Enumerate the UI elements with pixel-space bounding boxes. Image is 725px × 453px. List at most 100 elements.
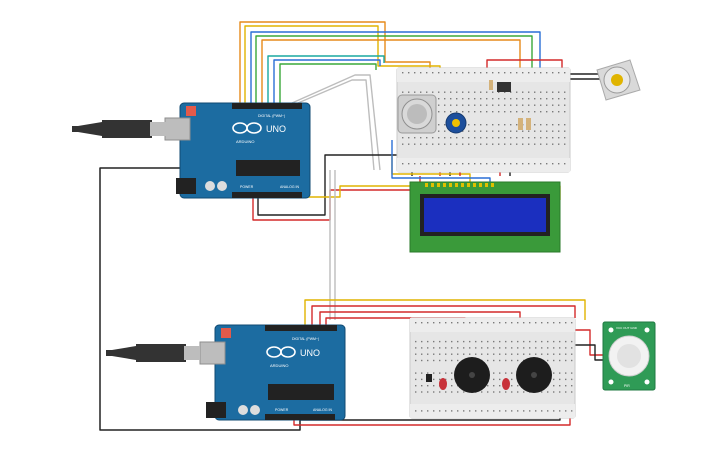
breadboard-hole — [547, 347, 549, 349]
breadboard-hole — [522, 137, 524, 139]
breadboard-hole — [511, 385, 513, 387]
breadboard-hole — [540, 98, 542, 100]
breadboard-hole — [415, 347, 417, 349]
reset-button-bottom — [221, 328, 231, 338]
breadboard-hole — [534, 72, 536, 74]
breadboard-hole — [427, 353, 429, 355]
breadboard-hole — [457, 322, 459, 324]
breadboard-hole — [487, 353, 489, 355]
breadboard-hole — [505, 410, 507, 412]
breadboard-hole — [408, 137, 410, 139]
breadboard-hole — [558, 137, 560, 139]
breadboard-hole — [510, 91, 512, 93]
breadboard-hole — [565, 391, 567, 393]
breadboard-hole — [565, 347, 567, 349]
breadboard-hole — [432, 91, 434, 93]
breadboard-hole — [456, 111, 458, 113]
breadboard-hole — [546, 124, 548, 126]
breadboard-hole — [553, 359, 555, 362]
breadboard-hole — [493, 410, 495, 412]
breadboard-hole — [540, 143, 542, 145]
breadboard-hole — [522, 72, 524, 74]
breadboard-hole — [564, 130, 566, 132]
breadboard-hole — [445, 347, 447, 349]
breadboard-hole — [565, 410, 567, 412]
breadboard-hole — [505, 353, 507, 355]
breadboard-hole — [504, 98, 506, 100]
breadboard-hole — [402, 143, 404, 145]
breadboard-hole — [528, 91, 530, 93]
arduino-uno-top: UNO ARDUINO DIGITAL (PWM~) POWER ANALOG … — [164, 102, 311, 199]
breadboard-hole — [553, 391, 555, 393]
breadboard-hole — [432, 163, 434, 165]
breadboard-hole — [438, 72, 440, 74]
breadboard-hole — [540, 130, 542, 132]
breadboard-hole — [505, 391, 507, 393]
breadboard-hole — [468, 111, 470, 113]
breadboard-hole — [546, 111, 548, 113]
breadboard-hole — [451, 378, 453, 381]
breadboard-hole — [469, 322, 471, 324]
breadboard-hole — [480, 163, 482, 165]
breadboard-hole — [511, 347, 513, 349]
breadboard-hole — [445, 322, 447, 324]
wire-blue-top — [250, 31, 541, 103]
breadboard-hole — [553, 385, 555, 387]
breadboard-hole — [504, 143, 506, 145]
uno-text-top: UNO — [266, 124, 286, 134]
breadboard-hole — [559, 353, 561, 355]
breadboard-hole — [421, 347, 423, 349]
breadboard-hole — [498, 104, 500, 106]
wire-orange-top-2 — [261, 39, 521, 103]
breadboard-hole — [511, 340, 513, 343]
breadboard-hole — [522, 98, 524, 100]
breadboard-hole — [463, 340, 465, 343]
led-left — [439, 378, 447, 390]
breadboard-hole — [463, 347, 465, 349]
breadboard-hole — [462, 130, 464, 132]
breadboard-hole — [552, 163, 554, 165]
breadboard-hole — [499, 322, 501, 324]
breadboard-hole — [451, 322, 453, 324]
breadboard-hole — [558, 111, 560, 113]
breadboard-hole — [552, 143, 554, 145]
breadboard-hole — [558, 72, 560, 74]
breadboard-hole — [552, 72, 554, 74]
breadboard-hole — [486, 130, 488, 132]
breadboard-hole — [504, 130, 506, 132]
breadboard-hole — [450, 111, 452, 113]
breadboard-hole — [510, 124, 512, 126]
breadboard-hole — [564, 72, 566, 74]
breadboard-hole — [444, 124, 446, 126]
digital-header-bottom — [265, 325, 337, 331]
breadboard-hole — [540, 137, 542, 139]
digital-label-bottom: DIGITAL (PWM~) — [292, 337, 319, 341]
breadboard-hole — [474, 72, 476, 74]
breadboard-hole — [480, 124, 482, 126]
breadboard-hole — [547, 322, 549, 324]
breadboard-hole — [450, 143, 452, 145]
breadboard-hole — [492, 137, 494, 139]
breadboard-hole — [529, 347, 531, 349]
breadboard-hole — [480, 137, 482, 139]
breadboard-hole — [408, 163, 410, 165]
breadboard-hole — [415, 372, 417, 374]
breadboard-hole — [475, 410, 477, 412]
breadboard-hole — [415, 391, 417, 393]
breadboard-hole — [498, 98, 500, 100]
breadboard-hole — [547, 359, 549, 362]
breadboard-hole — [505, 372, 507, 374]
breadboard-hole — [433, 353, 435, 355]
breadboard-hole — [541, 410, 543, 412]
breadboard-hole — [486, 124, 488, 126]
breadboard-hole — [499, 385, 501, 387]
breadboard-hole — [421, 410, 423, 412]
breadboard-hole — [493, 391, 495, 393]
breadboard-hole — [528, 137, 530, 139]
pir-label-bottom: PIR — [624, 384, 630, 388]
breadboard-hole — [474, 124, 476, 126]
breadboard-hole — [474, 98, 476, 100]
breadboard-hole — [504, 124, 506, 126]
breadboard-hole — [468, 163, 470, 165]
breadboard-hole — [499, 347, 501, 349]
